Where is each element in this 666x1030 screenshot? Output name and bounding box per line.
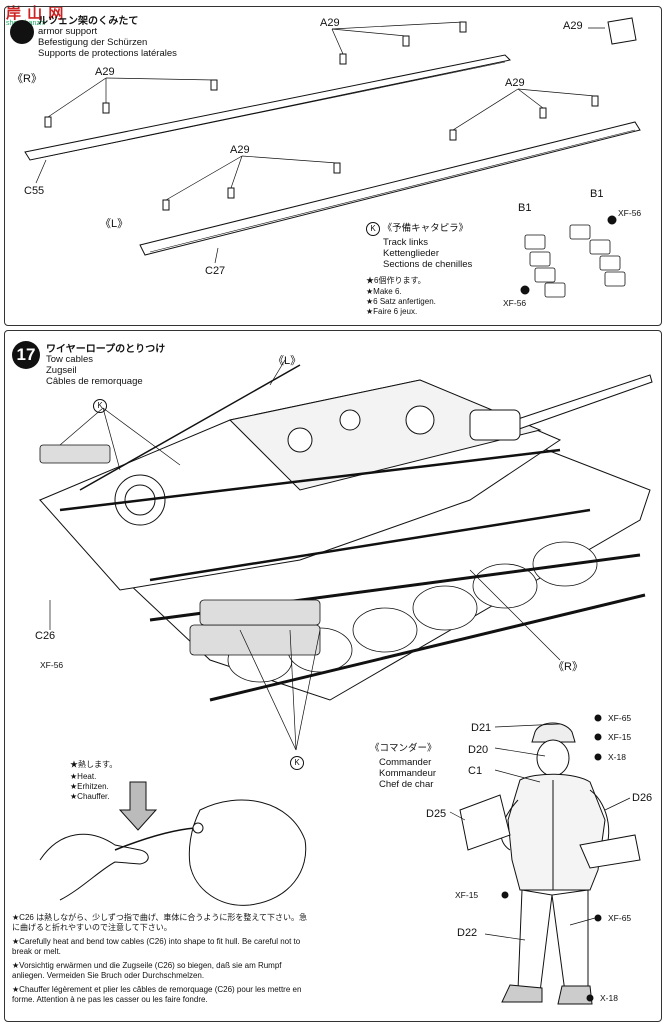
heat-bend-illustration: [39, 781, 307, 906]
commander-jp: 《コマンダー》: [370, 743, 437, 754]
step16-panel: [4, 6, 662, 326]
label-c26: C26: [35, 630, 56, 642]
label-r-step17: 《R》: [553, 661, 583, 673]
label-c1: C1: [468, 765, 483, 777]
track-make-fr: ★Faire 6 jeux.: [366, 307, 418, 316]
label-c27: C27: [205, 265, 226, 277]
commander-figure: [449, 714, 641, 1005]
label-r-top: 《R》: [12, 73, 42, 85]
note-de: ★Vorsichtig erwärmen und die Zugseile (C…: [12, 961, 282, 980]
step16-diagram: [24, 17, 641, 298]
step17-title-fr: Câbles de remorquage: [46, 376, 143, 387]
label-c55: C55: [24, 185, 45, 197]
track-make-jp: ★6個作ります。: [366, 276, 426, 285]
step16-title-de: Befestigung der Schürzen: [38, 37, 148, 48]
heat-fr: ★Chauffer.: [70, 792, 110, 801]
commander-en: Commander: [379, 757, 432, 768]
arrow-down-icon: [118, 781, 158, 831]
track-make-de: ★6 Satz anfertigen.: [366, 297, 436, 306]
heat-en: ★Heat.: [70, 772, 97, 781]
step16-number-badge: [10, 20, 34, 44]
label-k-b: K: [290, 752, 304, 770]
paint-xf56-b: XF-56: [503, 298, 527, 308]
track-title-de: Kettenglieder: [383, 248, 439, 259]
label-l-step17: 《L》: [273, 355, 302, 367]
track-title-en: Track links: [383, 237, 429, 248]
label-a29-corner: A29: [563, 20, 583, 32]
label-d22: D22: [457, 927, 478, 939]
label-b1-right: B1: [590, 188, 604, 200]
step17-title-de: Zugseil: [46, 365, 77, 376]
step17-number: 17: [12, 341, 40, 369]
paint-xf65-a: XF-65: [608, 713, 632, 723]
step16-title-en: armor support: [38, 26, 98, 37]
note-en: ★Carefully heat and bend tow cables (C26…: [12, 937, 301, 956]
track-links-title: K 《予備キャタピラ》: [366, 222, 468, 236]
step16-title-fr: Supports de protections latérales: [38, 48, 177, 59]
label-a29-top: A29: [320, 17, 340, 29]
step17-title-jp: ワイヤーロープのとりつけ: [46, 344, 166, 355]
note-jp: ★C26 は熱しながら、少しずつ指で曲げ、車体に合うように形を整えて下さい。急に…: [12, 913, 307, 932]
tank-hull-drawing: [38, 359, 653, 751]
label-d25: D25: [426, 808, 447, 820]
step16-title-jp: ルツェン架のくみたて: [38, 16, 139, 27]
heat-jp: ★熱します。: [70, 760, 118, 769]
label-a29-bottom: A29: [230, 144, 250, 156]
heat-de: ★Erhitzen.: [70, 782, 109, 791]
label-a29-left: A29: [95, 66, 115, 78]
paint-x18-b: X-18: [600, 993, 618, 1003]
track-make-en: ★Make 6.: [366, 287, 402, 296]
label-d20: D20: [468, 744, 489, 756]
step17-title-en: Tow cables: [46, 354, 93, 365]
track-title-jp: 《予備キャタピラ》: [382, 223, 469, 234]
paint-x18-a: X-18: [608, 752, 626, 762]
commander-de: Kommandeur: [379, 768, 437, 779]
step17-panel: [4, 330, 662, 1022]
track-title-fr: Sections de chenilles: [383, 259, 473, 270]
paint-xf56-a: XF-56: [618, 208, 642, 218]
commander-fr: Chef de char: [379, 779, 434, 790]
part-k-icon: K: [366, 222, 380, 236]
label-a29-right: A29: [505, 77, 525, 89]
label-l-top: 《L》: [100, 218, 129, 230]
paint-xf65-b: XF-65: [608, 913, 632, 923]
label-b1-left: B1: [518, 202, 532, 214]
label-d21: D21: [471, 722, 492, 734]
paint-xf56-step17: XF-56: [40, 660, 64, 670]
label-d26: D26: [632, 792, 653, 804]
paint-xf15-b: XF-15: [455, 890, 479, 900]
paint-xf15-a: XF-15: [608, 732, 632, 742]
label-k-a: K: [93, 395, 107, 413]
note-fr: ★Chauffer légèrement et plier les câbles…: [12, 985, 302, 1004]
